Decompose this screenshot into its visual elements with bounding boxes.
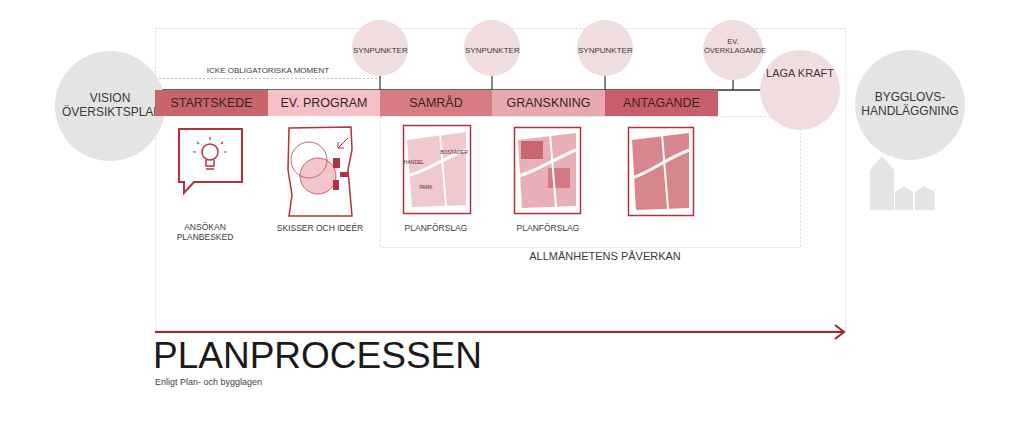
phase-label: ANTAGANDE (623, 96, 700, 110)
plan-map (404, 126, 471, 214)
circle-label: BYGGLOVS- HANDLÄGGNING (860, 91, 960, 119)
vision-circle: VISION ÖVERSIKTSPLAN (55, 51, 165, 161)
area-caption: ALLMÄNHETENS PÅVERKAN (495, 250, 715, 263)
house-icons (870, 156, 935, 210)
circle-label: SYNPUNKTER (578, 46, 632, 55)
diagram-caption: Enligt Plan- och bygglagen (155, 377, 262, 388)
phase-band: GRANSKNING (492, 90, 605, 116)
diagram-title: PLANPROCESSEN (153, 337, 482, 374)
icon-caption: PLANFÖRSLAG (503, 223, 593, 233)
lightbulb-icon (179, 129, 242, 193)
process-arrow (155, 331, 843, 333)
map-label: BOSTÄDER (439, 150, 469, 155)
map-label: PARK (416, 185, 436, 190)
phase-label: GRANSKNING (506, 96, 590, 110)
note-label: ICKE OBLIGATORISKA MOMENT (168, 66, 368, 76)
map-label: HANDEL (401, 160, 427, 165)
phase-label: SAMRÅD (409, 96, 462, 110)
circle-label: SYNPUNKTER (465, 46, 519, 55)
circle-label: LAGA KRAFT (766, 67, 834, 80)
permit-circle: BYGGLOVS- HANDLÄGGNING (855, 50, 965, 160)
legal-force-circle: LAGA KRAFT (760, 50, 840, 130)
icon-caption: ANSÖKAN PLANBESKED (173, 222, 237, 242)
appeal-circle: EV. ÖVERKLAGANDE (703, 20, 763, 80)
phase-band: EV. PROGRAM (268, 90, 380, 116)
circle-label: EV. ÖVERKLAGANDE (704, 38, 762, 55)
phase-band: SAMRÅD (380, 90, 492, 116)
phase-band: ANTAGANDE (605, 90, 718, 116)
icon-caption: SKISSER OCH IDEÉR (265, 223, 375, 233)
comment-circle: SYNPUNKTER (352, 20, 408, 76)
plan-map (629, 128, 694, 216)
optional-line (155, 78, 378, 79)
circle-label: VISION ÖVERSIKTSPLAN (62, 92, 158, 120)
sketch-icon (288, 127, 352, 216)
comment-circle: SYNPUNKTER (464, 20, 520, 76)
phase-band: STARTSKEDE (155, 90, 268, 116)
comment-circle: SYNPUNKTER (577, 20, 633, 76)
arrow-head (835, 325, 844, 339)
public-frame (381, 117, 801, 248)
circle-label: SYNPUNKTER (353, 46, 407, 55)
plan-map (515, 128, 581, 214)
icon-caption: PLANFÖRSLAG (391, 223, 481, 233)
phase-label: EV. PROGRAM (280, 96, 367, 110)
phase-label: STARTSKEDE (170, 96, 252, 110)
